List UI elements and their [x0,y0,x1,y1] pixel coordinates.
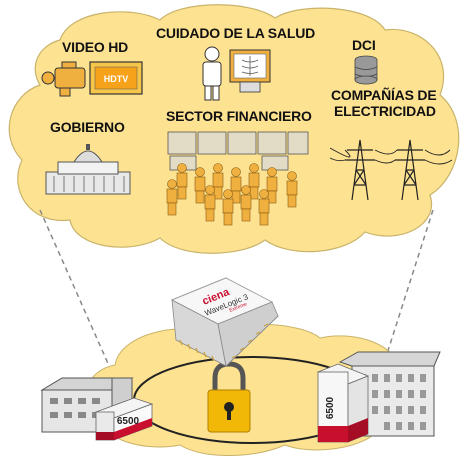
label-salud: CUIDADO DE LA SALUD [156,25,316,41]
xray-monitor-icon [229,49,271,93]
video-camera-icon [41,61,86,97]
database-icon [354,55,378,85]
right-6500-node: 6500 [316,363,370,443]
label-electricidad-1: COMPAÑÍAS DE [331,87,437,103]
trading-screens-icon [167,131,309,171]
traders-group-icon [166,163,298,226]
label-gobierno: GOBIERNO [50,119,125,135]
wavelogic-chip-icon: ciena WaveLogic 3 Extreme [171,277,279,367]
left-node-label: 6500 [117,416,140,427]
padlock-icon [207,361,251,433]
power-towers-icon [329,139,453,201]
hdtv-icon: HDTV [89,61,143,95]
label-electricidad-2: ELECTRICIDAD [334,103,436,119]
connector-left [39,209,111,369]
label-financiero: SECTOR FINANCIERO [166,108,312,124]
left-6500-node: 6500 [94,397,154,441]
government-building-icon [45,144,131,195]
right-node-label: 6500 [325,396,336,419]
hdtv-label: HDTV [104,74,129,84]
label-video-hd: VIDEO HD [62,39,129,55]
doctor-icon [202,46,222,101]
label-dci: DCI [352,37,376,53]
